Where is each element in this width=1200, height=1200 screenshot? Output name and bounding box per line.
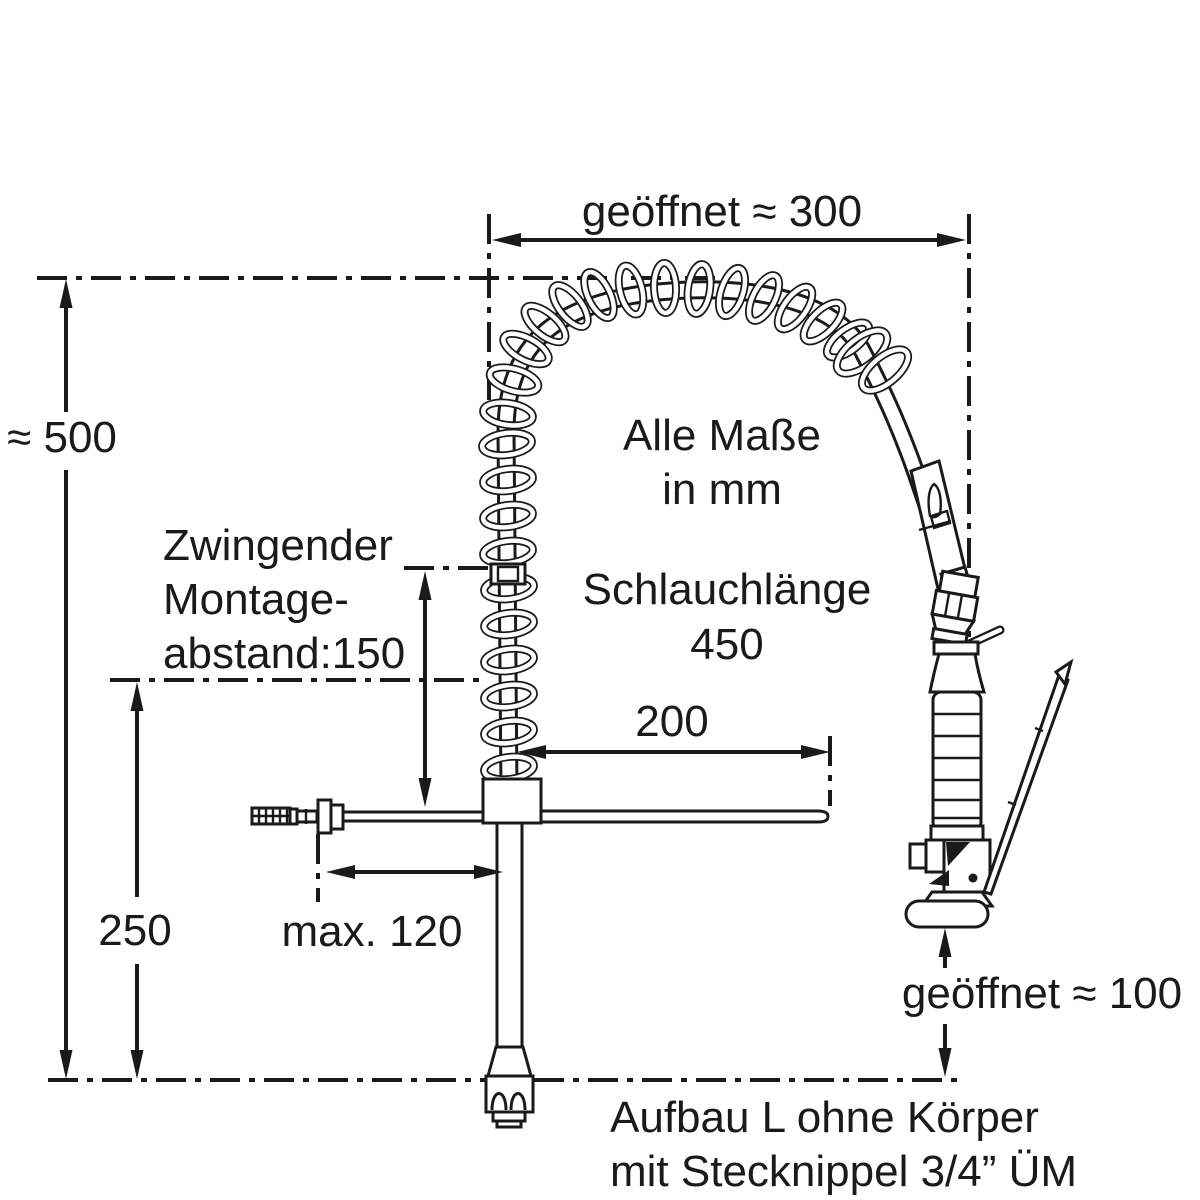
inlet-nut	[316, 798, 333, 835]
dim-open-top-label: geöffnet ≈ 300	[582, 187, 862, 236]
hose-sleeve	[909, 459, 971, 592]
caption-line2: mit Stecknippel 3/4” ÜM	[610, 1147, 1077, 1196]
dim-spout-reach-label: 200	[635, 697, 708, 746]
dimension-graphics	[59, 233, 966, 1079]
dim-overall-height-label: ≈ 500	[7, 413, 117, 462]
mounting-distance-label-line1: Zwingender	[163, 521, 393, 570]
hose-clip	[489, 562, 527, 586]
hose-length-label-line2: 450	[690, 620, 763, 669]
mounting-block	[481, 777, 543, 825]
gun-valve-body	[908, 838, 992, 894]
dim-open-top-arrow	[492, 233, 966, 247]
dim-lower-height-arrow	[130, 682, 144, 1079]
coil-loops-arc	[479, 259, 913, 430]
gun-grip	[929, 690, 985, 842]
mounting-distance-label-line2: Montage-	[163, 575, 349, 624]
faucet-drawing	[250, 259, 1074, 1129]
dim-mounting-distance-arrow	[418, 571, 432, 807]
spray-gun	[904, 569, 1074, 929]
coil-hose-tube	[496, 280, 961, 800]
dim-spout-reach-arrow	[517, 745, 830, 759]
dim-max-offset-label: max. 120	[282, 907, 463, 956]
dim-max-offset-arrow	[326, 865, 503, 879]
gun-top-connector	[930, 569, 980, 647]
dim-overall-height-arrow	[59, 279, 73, 1079]
hose-length-label-line1: Schlauchlänge	[583, 565, 872, 614]
units-note-line2: in mm	[662, 465, 782, 514]
dim-open-bottom-arrow	[938, 928, 952, 1077]
spout-pipe	[541, 809, 830, 824]
mixer-body	[250, 777, 830, 1129]
aerator-outlet	[484, 1045, 535, 1129]
gun-lever	[982, 658, 1074, 896]
dim-lower-height-label: 250	[98, 906, 171, 955]
units-note-line1: Alle Maße	[623, 411, 821, 460]
mounting-distance-label-line3: abstand:150	[163, 629, 405, 678]
coil-loops-column	[478, 428, 538, 784]
labels: geöffnet ≈ 300 ≈ 500 Zwingender Montage-…	[7, 187, 1182, 1196]
plug-nipple	[250, 806, 292, 826]
caption-line1: Aufbau L ohne Körper	[610, 1093, 1039, 1142]
spray-head	[904, 890, 995, 929]
dim-open-bottom-label: geöffnet ≈ 100	[902, 969, 1182, 1018]
gun-neck	[928, 652, 987, 694]
